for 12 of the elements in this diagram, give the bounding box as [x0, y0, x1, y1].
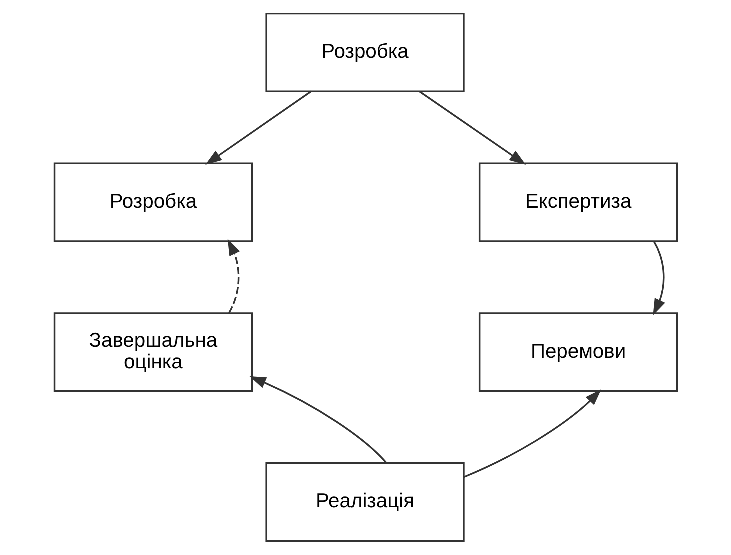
node-box: Завершальна оцінка	[53, 312, 253, 392]
arrow	[418, 90, 526, 165]
arrow	[652, 241, 665, 316]
node-box: Розробка	[53, 162, 253, 242]
node-box: Перемови	[478, 312, 678, 392]
node-box: Експертиза	[478, 162, 678, 242]
arrow	[227, 239, 240, 314]
arrow	[205, 90, 312, 165]
node-box: Реалізація	[265, 462, 464, 542]
node-box: Розробка	[265, 12, 464, 92]
arrow	[249, 376, 387, 464]
arrow	[463, 389, 601, 478]
